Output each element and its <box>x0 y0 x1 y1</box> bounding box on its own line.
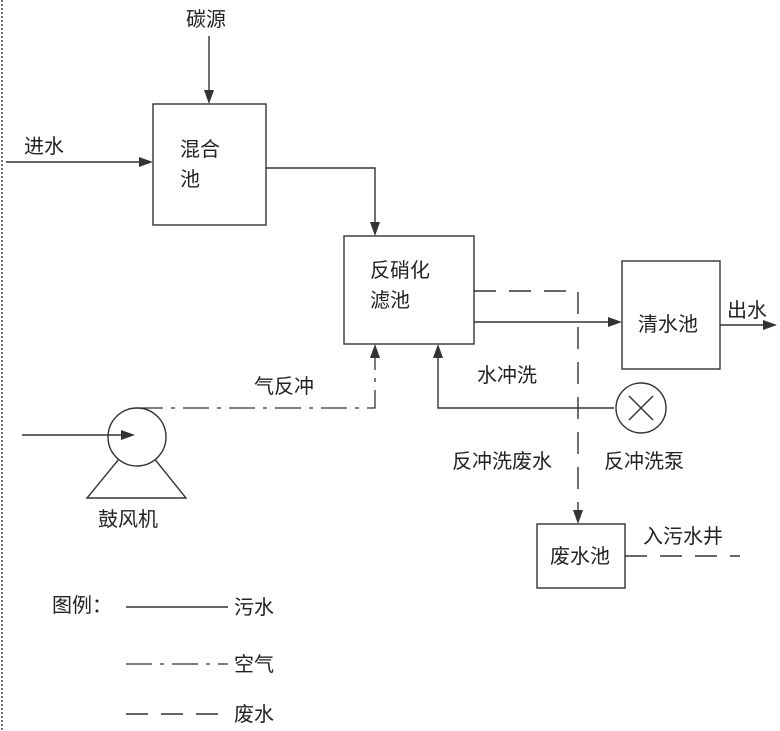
denitrification-filter-label-line1: 反硝化 <box>370 258 430 282</box>
outflow-arrow-icon <box>763 320 777 330</box>
inflow-label: 进水 <box>24 134 64 158</box>
clear-water-tank-box <box>621 260 721 370</box>
legend-item-sewage: 污水 <box>234 595 274 619</box>
carbon-source-arrow-icon <box>204 90 214 104</box>
legend-item-air: 空气 <box>234 652 274 676</box>
blower-base <box>85 435 188 499</box>
legend-item-wastewater: 废水 <box>234 702 274 726</box>
water-backwash-arrow-icon <box>433 344 443 358</box>
inflow-arrow-icon <box>139 157 153 167</box>
backwash-wastewater-label: 反冲洗废水 <box>452 449 552 473</box>
denitrification-filter-box <box>343 235 475 345</box>
backwash-pump-label: 反冲洗泵 <box>604 449 684 473</box>
mixing-tank-box <box>152 103 267 226</box>
backwash-pump-cross-icon-b <box>628 395 654 421</box>
water-backwash-line <box>437 354 614 409</box>
air-backwash-arrow-icon <box>370 344 380 358</box>
air-backwash-line <box>137 354 376 409</box>
to-sewer-well-label: 入污水井 <box>643 524 723 548</box>
wastewater-tank-label: 废水池 <box>550 544 610 568</box>
blower-label: 鼓风机 <box>98 507 158 531</box>
clear-water-tank-label: 清水池 <box>638 312 698 336</box>
mixing-to-filter-arrow-icon <box>370 222 380 236</box>
mixing-tank-label-line2: 池 <box>180 167 200 191</box>
filter-to-clearwater-arrow-icon <box>608 317 622 327</box>
legend: 图例： 污水 空气 废水 <box>52 593 274 726</box>
denitrification-filter-label-line2: 滤池 <box>370 288 410 312</box>
outflow-label: 出水 <box>727 298 767 322</box>
carbon-source-label: 碳源 <box>186 7 226 31</box>
backwash-wastewater-line <box>474 290 579 514</box>
blower-casing <box>107 407 167 467</box>
mixing-tank-label-line1: 混合 <box>180 137 220 161</box>
wastewater-tank-box <box>536 523 626 589</box>
air-backwash-label: 气反冲 <box>254 374 314 398</box>
backwash-wastewater-arrow-icon <box>573 510 583 524</box>
blower-inlet-arrow-icon <box>121 430 135 440</box>
mixing-to-filter-line <box>266 167 376 226</box>
water-backwash-label: 水冲洗 <box>477 363 537 387</box>
legend-title: 图例： <box>52 593 112 617</box>
